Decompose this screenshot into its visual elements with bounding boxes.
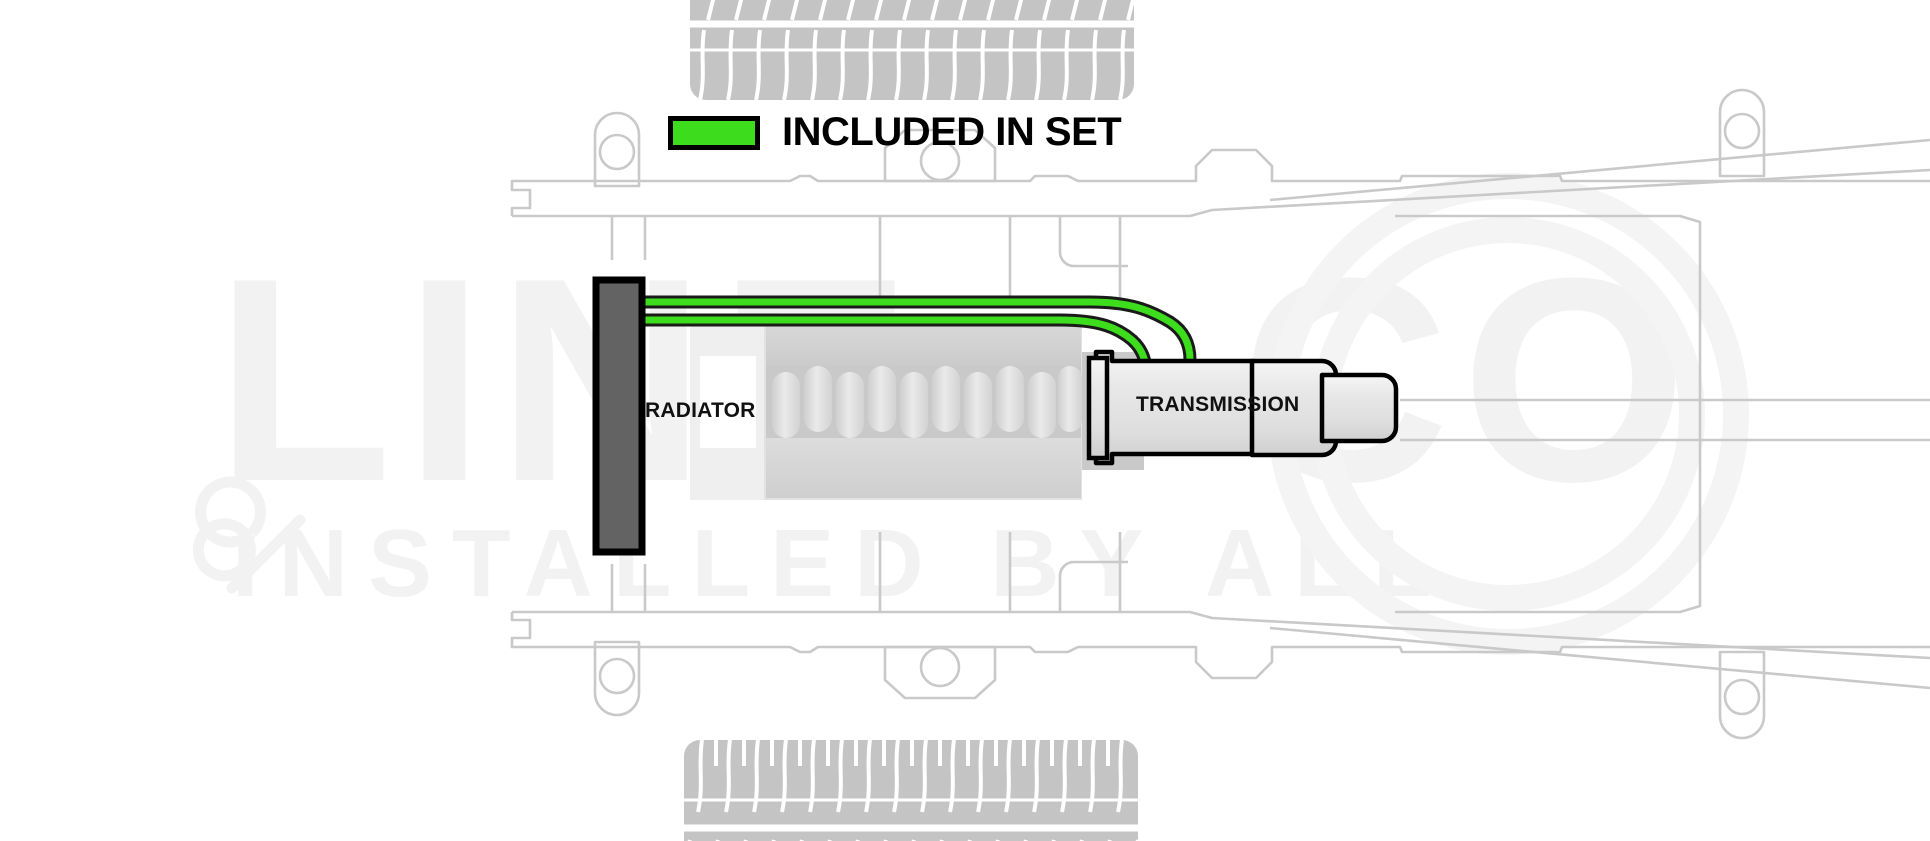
frame-mount-tab-upper-mid xyxy=(883,128,997,183)
legend: INCLUDED IN SET xyxy=(668,110,1122,155)
frame-crossmember-upper xyxy=(512,168,1930,218)
frame-tunnel-upper xyxy=(1395,214,1702,420)
wheel-bottom xyxy=(684,740,1138,841)
transmission-assembly xyxy=(1086,349,1399,466)
frame-mount-tab-upper-left xyxy=(593,111,641,188)
frame-rail-upper xyxy=(510,148,1930,216)
transmission-tail-section xyxy=(1319,372,1399,444)
radiator-body xyxy=(592,276,646,556)
engine-accessory-plate-2 xyxy=(700,356,756,448)
rear-body-line-upper xyxy=(1269,138,1930,202)
watermark-tagline-text: INSTALLED BY ALL xyxy=(232,510,1452,617)
watermark-wrench-icon xyxy=(192,476,306,594)
frame-rail-lower xyxy=(510,612,1930,680)
frame-tunnel-lower xyxy=(1395,420,1702,614)
engine-cylinders xyxy=(772,366,1082,438)
legend-color-swatch xyxy=(668,115,760,150)
wheel-top xyxy=(690,0,1134,100)
rear-body-line-lower xyxy=(1269,626,1930,690)
legend-label: INCLUDED IN SET xyxy=(782,110,1122,154)
firewall-notch-upper xyxy=(1058,216,1128,268)
engine-lower-band xyxy=(766,438,1081,498)
cooler-line-a xyxy=(638,295,1197,404)
transmission-front-flange xyxy=(1086,355,1110,461)
frame-mount-tab-lower-mid xyxy=(883,645,997,700)
frame-mount-tab-upper-right xyxy=(1718,88,1766,178)
cooler-line-a-core xyxy=(638,298,1194,404)
radiator-label: RADIATOR xyxy=(645,399,756,422)
engine-intake-band xyxy=(766,322,1081,366)
frame-mount-tab-lower-left xyxy=(593,640,641,717)
firewall-notch-lower xyxy=(1058,560,1128,612)
transmission-label: TRANSMISSION xyxy=(1136,393,1300,416)
frame-mount-tab-lower-right xyxy=(1718,650,1766,740)
frame-crossmember-lower xyxy=(512,610,1930,660)
